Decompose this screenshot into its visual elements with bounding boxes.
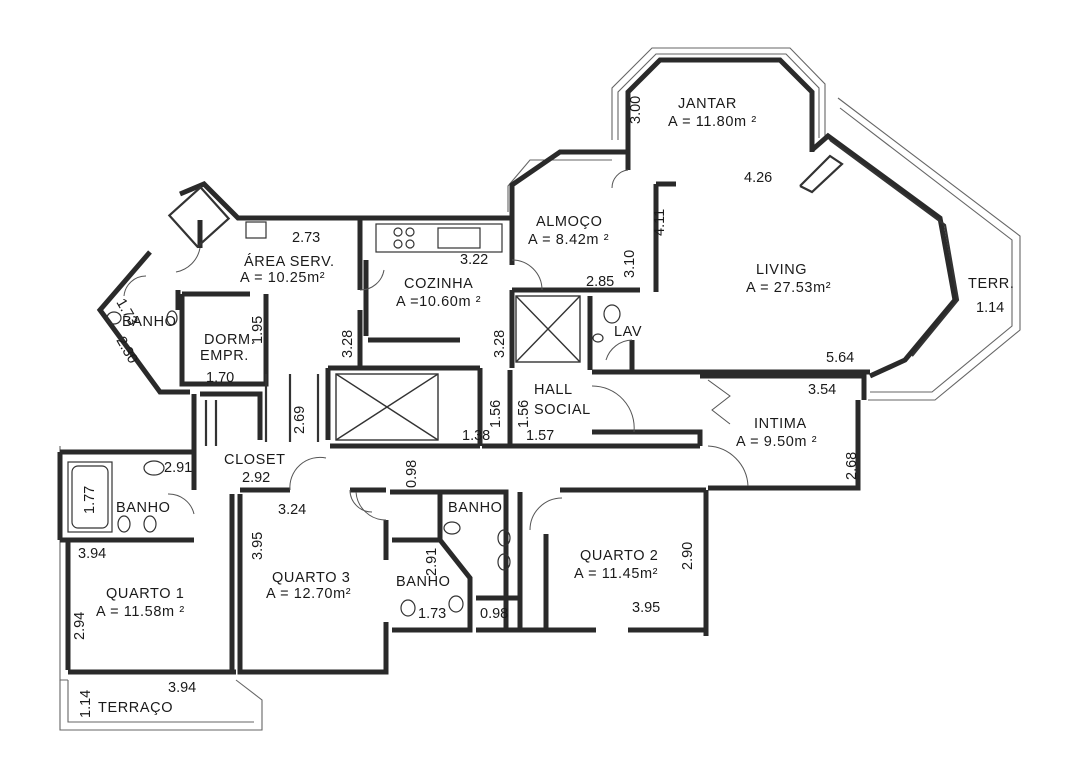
dim-jantar-diag: 4.26 <box>744 170 772 186</box>
dim-hall-b: 1.56 <box>516 400 532 428</box>
dim-almoco-v: 4.11 <box>652 209 668 236</box>
room-living-name: LIVING <box>756 262 807 278</box>
room-area-serv-name: ÁREA SERV. <box>244 253 335 270</box>
dim-q2-h: 2.90 <box>680 542 696 570</box>
dim-hall-w: 1.57 <box>526 428 554 444</box>
room-quarto-2-area: A = 11.45m² <box>574 566 658 582</box>
room-area-serv-area: A = 10.25m² <box>240 270 325 286</box>
dim-serv-w: 2.73 <box>292 230 320 246</box>
room-hall-name: HALL <box>534 382 573 398</box>
walls <box>57 57 960 675</box>
room-terr-name: TERR. <box>968 276 1015 292</box>
dim-coz-h: 3.28 <box>492 330 508 358</box>
room-quarto-1-area: A = 11.58m ² <box>96 604 185 620</box>
dim-hall-a: 1.56 <box>488 400 504 428</box>
elevator-shafts <box>167 185 581 446</box>
dim-almoco-v2: 3.10 <box>622 250 638 278</box>
room-quarto-3-name: QUARTO 3 <box>272 570 350 586</box>
room-hall-name-2: SOCIAL <box>534 402 591 418</box>
fixtures <box>67 221 621 617</box>
room-intima-area: A = 9.50m ² <box>736 434 817 450</box>
room-closet-name: CLOSET <box>224 452 286 468</box>
dim-q1-w: 3.94 <box>78 546 106 562</box>
room-living-area: A = 27.53m² <box>746 280 831 296</box>
dim-q1-h: 2.94 <box>72 612 88 640</box>
dim-closet-h: 2.69 <box>292 406 308 434</box>
dimension-labels: 3.00 4.26 4.11 3.10 2.85 5.64 1.14 2.73 … <box>72 96 1004 718</box>
dim-q2-w: 3.95 <box>632 600 660 616</box>
dim-banho3-w: 1.73 <box>418 606 446 622</box>
room-almoco-area: A = 8.42m ² <box>528 232 609 248</box>
room-almoco-name: ALMOÇO <box>536 214 602 230</box>
dim-terraco-w: 3.94 <box>168 680 196 696</box>
room-intima-name: INTIMA <box>754 416 807 432</box>
dim-dorm-h: 1.95 <box>250 316 266 344</box>
dim-living-w: 5.64 <box>826 350 854 366</box>
room-banho-1-name: BANHO <box>116 500 171 516</box>
dim-terr-w: 1.14 <box>976 300 1004 316</box>
door-swings <box>123 169 749 531</box>
room-banho-2-name: BANHO <box>448 500 503 516</box>
dim-hall-c: 1.38 <box>462 428 490 444</box>
dim-corr-w: 0.98 <box>404 460 420 488</box>
room-labels: JANTAR A = 11.80m ² ALMOÇO A = 8.42m ² L… <box>96 96 1015 716</box>
room-jantar-area: A = 11.80m ² <box>668 114 757 130</box>
dim-serv-h: 3.28 <box>340 330 356 358</box>
room-banho-serv-name: BANHO <box>122 314 177 330</box>
room-quarto-3-area: A = 12.70m² <box>266 586 351 602</box>
dim-intima-w: 3.54 <box>808 382 836 398</box>
room-cozinha-area: A =10.60m ² <box>396 294 481 310</box>
dim-intima-h: 2.68 <box>844 452 860 480</box>
dim-jantar-h: 3.00 <box>628 96 644 124</box>
room-quarto-2-name: QUARTO 2 <box>580 548 658 564</box>
dim-closet-w: 2.92 <box>242 470 270 486</box>
dim-banho3-a: 2.91 <box>424 548 440 576</box>
room-terraco-name: TERRAÇO <box>98 700 173 716</box>
dim-q3-h: 3.95 <box>250 532 266 560</box>
room-jantar-name: JANTAR <box>678 96 737 112</box>
dim-coz-w: 3.22 <box>460 252 488 268</box>
dim-almoco-w: 2.85 <box>586 274 614 290</box>
dim-banho1-h: 1.77 <box>82 486 98 514</box>
room-cozinha-name: COZINHA <box>404 276 473 292</box>
room-banho-3-name: BANHO <box>396 574 451 590</box>
room-quarto-1-name: QUARTO 1 <box>106 586 184 602</box>
dim-terraco-h: 1.14 <box>78 690 94 718</box>
room-lav-name: LAV <box>614 324 642 340</box>
dim-dorm-w: 1.70 <box>206 370 234 386</box>
room-dorm-name: DORM. <box>204 332 255 348</box>
room-dorm-name-2: EMPR. <box>200 348 249 364</box>
dim-banho3-b: 0.98 <box>480 606 508 622</box>
dim-q3-w: 3.24 <box>278 502 306 518</box>
dim-banho1-w: 2.91 <box>164 460 192 476</box>
